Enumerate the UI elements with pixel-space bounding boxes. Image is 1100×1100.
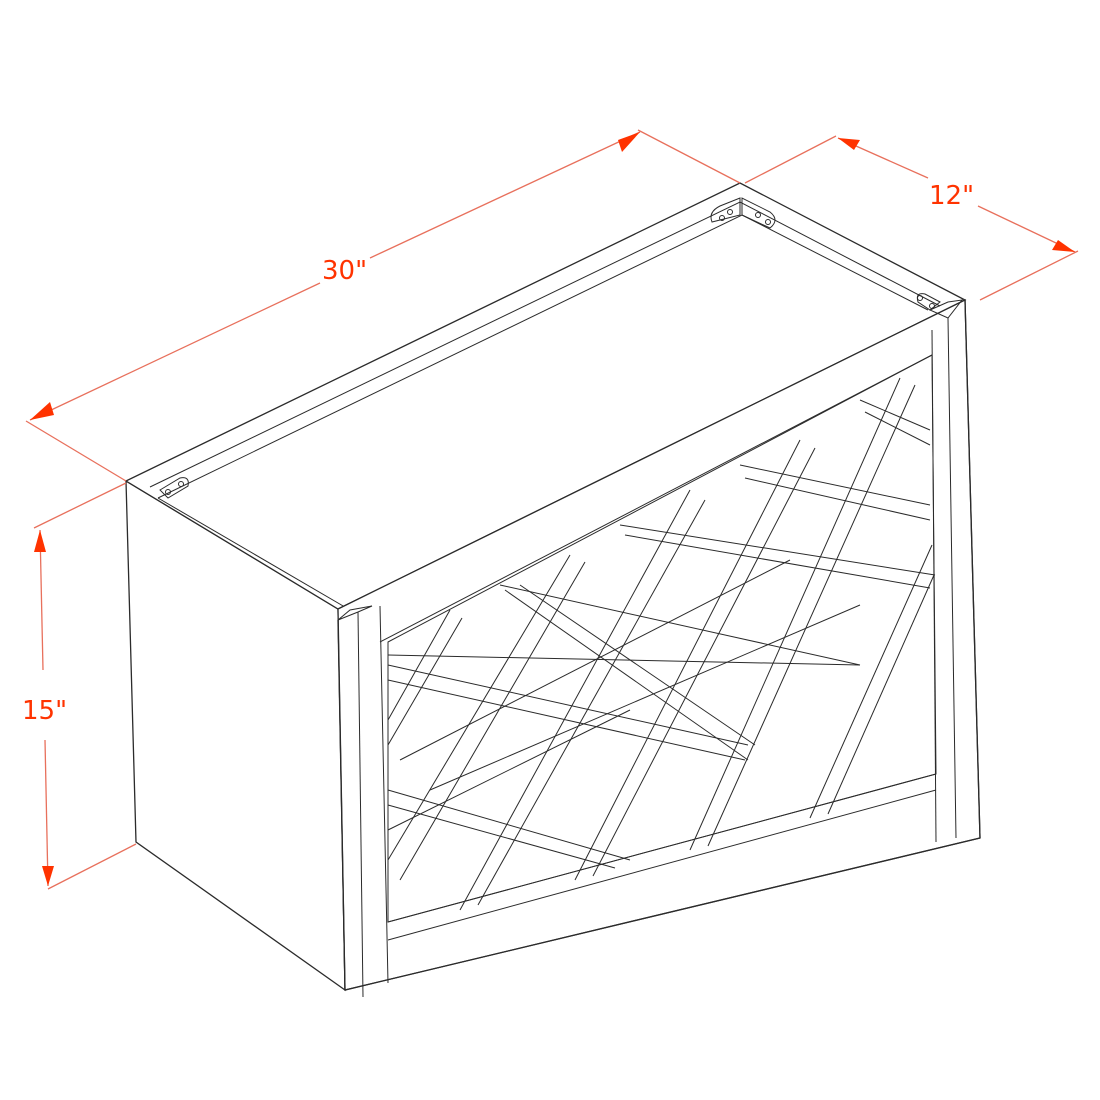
dimension-width bbox=[25, 129, 741, 482]
arrow-down-icon bbox=[42, 866, 54, 886]
bottom-rail bbox=[344, 837, 981, 991]
top-rail bbox=[379, 354, 933, 643]
arrow-left-icon bbox=[30, 402, 54, 420]
dimension-depth bbox=[744, 135, 1079, 301]
bracket-right-corner bbox=[916, 293, 941, 311]
arrow-left-icon bbox=[838, 138, 860, 150]
height-dimension-label: 15" bbox=[22, 696, 68, 726]
cabinet-body bbox=[124, 182, 981, 998]
arrow-right-icon bbox=[1052, 240, 1075, 252]
left-stile bbox=[337, 619, 346, 991]
arrow-right-icon bbox=[618, 132, 640, 152]
dimension-height bbox=[33, 482, 137, 890]
corner-brackets bbox=[159, 197, 941, 499]
rack-opening bbox=[387, 354, 937, 923]
bracket-left-corner bbox=[159, 477, 189, 499]
depth-dimension-label: 12" bbox=[929, 181, 975, 211]
diagonal-lattice bbox=[387, 377, 936, 911]
width-dimension-label: 30" bbox=[322, 256, 368, 286]
bracket-back-corner bbox=[710, 197, 776, 229]
arrow-up-icon bbox=[34, 530, 46, 552]
